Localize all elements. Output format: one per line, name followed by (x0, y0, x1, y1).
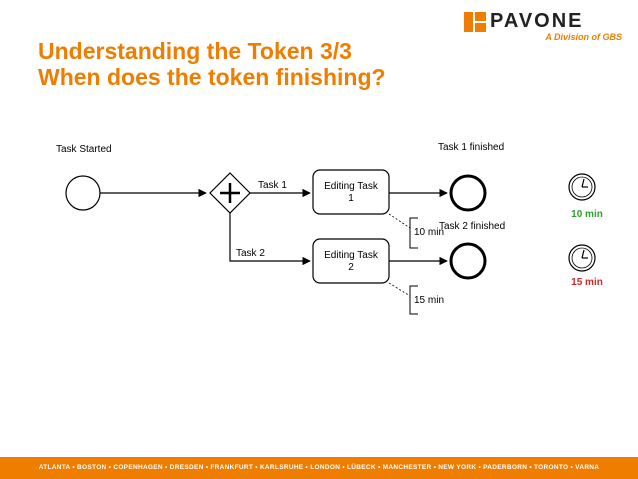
timer-1-icon (568, 173, 596, 201)
end-event-2 (449, 242, 487, 280)
sequence-flow-task2 (229, 213, 311, 266)
slide-title: Understanding the Token 3/3 When does th… (38, 38, 386, 90)
end-event-1-label: Task 1 finished (438, 142, 504, 153)
task-2-line-2: 2 (348, 262, 354, 273)
end-event-1 (449, 174, 487, 212)
start-event (65, 175, 101, 211)
annotation-1-text: 10 min (414, 227, 444, 238)
annotation-2: 15 min (388, 282, 444, 315)
timer-2-label: 15 min (571, 277, 603, 288)
footer-bar: ATLANTA • BOSTON • COPENHAGEN • DRESDEN … (0, 457, 638, 479)
pavone-logo-mark (464, 12, 486, 32)
title-line-2: When does the token finishing? (38, 64, 386, 90)
flow-label-task1: Task 1 (258, 180, 287, 191)
task-2-line-1: Editing Task (324, 250, 379, 261)
task-1: Editing Task 1 (312, 169, 390, 215)
timer-2-icon (568, 244, 596, 272)
timer-1-label: 10 min (571, 209, 603, 220)
parallel-gateway (209, 172, 251, 214)
task-1-line-2: 1 (348, 193, 354, 204)
task-2: Editing Task 2 (312, 238, 390, 284)
start-event-label: Task Started (56, 144, 112, 155)
annotation-2-text: 15 min (414, 295, 444, 306)
task-1-line-1: Editing Task (324, 181, 379, 192)
end-event-2-label: Task 2 finished (439, 221, 505, 232)
flow-label-task2: Task 2 (236, 248, 265, 259)
annotation-1: 10 min (388, 213, 444, 249)
pavone-logo: PAVONE A Division of GBS (464, 10, 624, 46)
logo-name: PAVONE (490, 10, 584, 32)
logo-tagline: A Division of GBS (545, 32, 622, 42)
title-line-1: Understanding the Token 3/3 (38, 38, 352, 64)
